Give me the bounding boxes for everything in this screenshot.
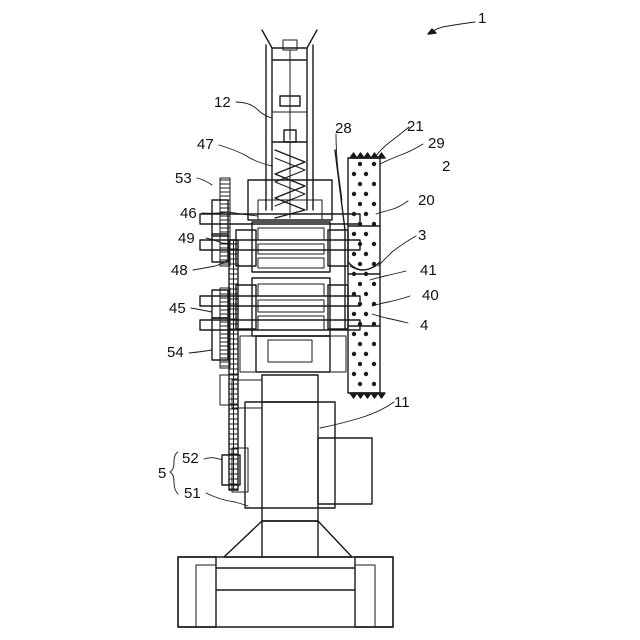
cutter-dot xyxy=(352,292,356,296)
cutter-dot xyxy=(364,232,368,236)
cutter-dot xyxy=(352,272,356,276)
cutter-tooth xyxy=(357,393,364,398)
cutter-dot xyxy=(372,362,376,366)
label-28: 28 xyxy=(335,120,352,137)
label-40: 40 xyxy=(422,287,439,304)
cutter-dot xyxy=(358,242,362,246)
cutter-dot xyxy=(364,212,368,216)
cutter-dot xyxy=(372,202,376,206)
cutter-dot xyxy=(358,342,362,346)
cutter-dot xyxy=(372,182,376,186)
cutter-dot xyxy=(364,332,368,336)
cutter-tooth xyxy=(371,393,378,398)
label-41: 41 xyxy=(420,262,437,279)
cutter-dot xyxy=(364,252,368,256)
cutter-dot xyxy=(352,212,356,216)
label-20: 20 xyxy=(418,192,435,209)
cutter-tooth xyxy=(364,393,371,398)
cutter-dot xyxy=(358,282,362,286)
cutter-tooth xyxy=(378,393,385,398)
cutter-dot xyxy=(358,302,362,306)
cutter-tooth xyxy=(364,153,371,158)
label-46: 46 xyxy=(180,205,197,222)
cutter-dot xyxy=(358,362,362,366)
cutter-dot xyxy=(364,272,368,276)
cutter-tooth xyxy=(350,393,357,398)
cutter-dot xyxy=(352,332,356,336)
cutter-tooth xyxy=(378,153,385,158)
cutter-dot xyxy=(352,312,356,316)
cutter-dot xyxy=(352,192,356,196)
base-frame xyxy=(178,521,393,627)
cutter-dot xyxy=(372,242,376,246)
cutter-dot xyxy=(358,182,362,186)
cutter-dot xyxy=(372,382,376,386)
label-5: 5 xyxy=(158,465,166,482)
cutter-tooth xyxy=(371,153,378,158)
upper-carriage xyxy=(236,180,348,272)
cutter-dot xyxy=(358,222,362,226)
cutter-dot xyxy=(358,162,362,166)
cutting-rollers xyxy=(348,153,385,398)
label-49: 49 xyxy=(178,230,195,247)
label-1: 1 xyxy=(478,10,486,27)
cutter-dot xyxy=(352,232,356,236)
cutter-tooth xyxy=(350,153,357,158)
cutter-dot xyxy=(372,282,376,286)
cutter-dot xyxy=(364,352,368,356)
label-12: 12 xyxy=(214,94,231,111)
cutter-dot xyxy=(352,372,356,376)
drive-unit xyxy=(222,448,248,492)
cutter-dot xyxy=(372,162,376,166)
label-47: 47 xyxy=(197,136,214,153)
cutter-dot xyxy=(352,252,356,256)
cutter-dot xyxy=(364,372,368,376)
gears xyxy=(212,178,230,368)
cutter-dot xyxy=(358,322,362,326)
label-51: 51 xyxy=(184,485,201,502)
label-21: 21 xyxy=(407,118,424,135)
cutter-dot xyxy=(352,172,356,176)
cutter-dot xyxy=(358,262,362,266)
label-11: 11 xyxy=(394,394,410,411)
cutter-dot xyxy=(358,382,362,386)
label-2: 2 xyxy=(442,158,450,175)
label-53: 53 xyxy=(175,170,192,187)
label-54: 54 xyxy=(167,344,184,361)
label-45: 45 xyxy=(169,300,186,317)
cutter-dot xyxy=(364,312,368,316)
cutter-dot xyxy=(364,172,368,176)
cutter-dot xyxy=(358,202,362,206)
label-48: 48 xyxy=(171,262,188,279)
cutter-dot xyxy=(372,342,376,346)
cutter-dot xyxy=(372,262,376,266)
cutter-dot xyxy=(364,192,368,196)
cutter-tooth xyxy=(357,153,364,158)
label-29: 29 xyxy=(428,135,445,152)
reference-numerals: 1 12 28 21 29 2 47 53 20 46 3 49 41 48 4… xyxy=(158,10,486,502)
label-52: 52 xyxy=(182,450,199,467)
cutter-dot xyxy=(372,322,376,326)
cutter-dot xyxy=(364,292,368,296)
label-4: 4 xyxy=(420,317,428,334)
label-3: 3 xyxy=(418,227,426,244)
lower-carriage xyxy=(236,278,348,372)
cutter-dot xyxy=(372,222,376,226)
cutter-dot xyxy=(352,352,356,356)
